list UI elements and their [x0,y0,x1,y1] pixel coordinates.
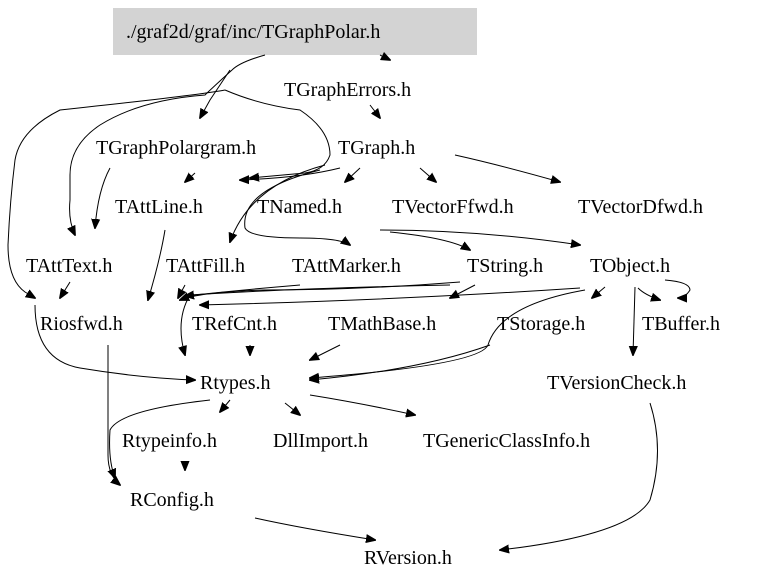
root-node-box [113,8,477,55]
node-tstring: TString.h [467,255,543,277]
edge-root-tgraphpolargram [200,69,231,118]
node-tattmarker: TAttMarker.h [292,255,401,277]
edge-tatttext-riosfwd [60,281,71,298]
edge-root-tgrapherrors [380,55,390,60]
edge-rtypes-rtypeinfo [220,399,231,412]
edge-tobject-riosfwd [200,287,581,305]
node-tgraphpolargram: TGraphPolargram.h [96,137,256,159]
node-tmathbase: TMathBase.h [328,313,436,335]
edge-tobject-tversioncheck [633,286,635,355]
edge-rtypes-tgenericclassinfo [309,394,415,415]
edge-tstring-trefcnt [181,284,451,355]
node-root: ./graf2d/graf/inc/TGraphPolar.h [126,21,380,43]
edges [7,54,691,550]
edge-tgraph-tattmarker [244,169,350,245]
node-tobject: TObject.h [590,255,670,277]
edge-rtypes-rconfig [110,399,211,478]
edge-tversioncheck-rversion [500,402,658,550]
edge-tnamed-tstring [389,231,470,250]
node-rtypes: Rtypes.h [200,372,271,394]
node-tvectorffwd: TVectorFfwd.h [392,196,514,218]
edge-tgraph-tnamed [345,167,361,182]
edge-tgraphpolargram-tattline [185,173,196,182]
node-tstorage: TStorage.h [497,313,585,335]
edge-riosfwd-rconfig [107,345,120,485]
edge-tobject-tbuffer [637,287,660,300]
node-tnamed: TNamed.h [257,196,342,218]
node-rtypeinfo: Rtypeinfo.h [122,430,217,452]
node-rconfig: RConfig.h [130,489,214,511]
edge-tgraph-tvectorffwd [419,167,436,182]
node-tattfill: TAttFill.h [166,255,245,277]
edge-tobject-self [664,279,691,298]
node-tattline: TAttLine.h [115,196,203,218]
edge-root-tatttext [70,54,266,235]
edge-tobject-rtypes [310,289,586,378]
node-tgrapherrors: TGraphErrors.h [284,79,411,101]
node-tversioncheck: TVersionCheck.h [547,372,686,394]
node-riosfwd: Riosfwd.h [40,313,123,335]
node-tvectordfwd: TVectorDfwd.h [578,196,703,218]
node-rversion: RVersion.h [364,547,452,569]
edge-tnamed-tobject [379,229,580,245]
node-tbuffer: TBuffer.h [642,313,720,335]
edge-tattfill-riosfwd [178,284,185,298]
edge-tgraph-tattfill [230,164,326,242]
edge-tgraphpolargram-tatttext [95,167,111,228]
edge-tgraph-tvectordfwd [454,154,560,182]
edge-tattline-riosfwd [148,229,166,300]
node-dllimport: DllImport.h [273,430,368,452]
edge-rconfig-rversion [254,517,375,540]
nodes: ./graf2d/graf/inc/TGraphPolar.h TGraphEr… [26,21,720,569]
edge-rtypes-dllimport [284,402,300,415]
node-tgraph: TGraph.h [338,137,415,159]
node-tatttext: TAttText.h [26,255,112,277]
edge-root-tgraph [224,89,331,178]
node-trefcnt: TRefCnt.h [192,313,277,335]
edge-root-riosfwd [7,89,226,298]
edge-tatttext-rtypes [34,304,195,380]
node-tgenericclassinfo: TGenericClassInfo.h [423,430,590,452]
edge-tstring-tmathbase [450,284,476,298]
edge-tgrapherrors-tgraph [369,104,380,118]
edge-tobject-tstorage [592,286,606,298]
edge-tstorage-rtypes [310,344,491,380]
edge-tmathbase-rtypes [310,344,341,360]
